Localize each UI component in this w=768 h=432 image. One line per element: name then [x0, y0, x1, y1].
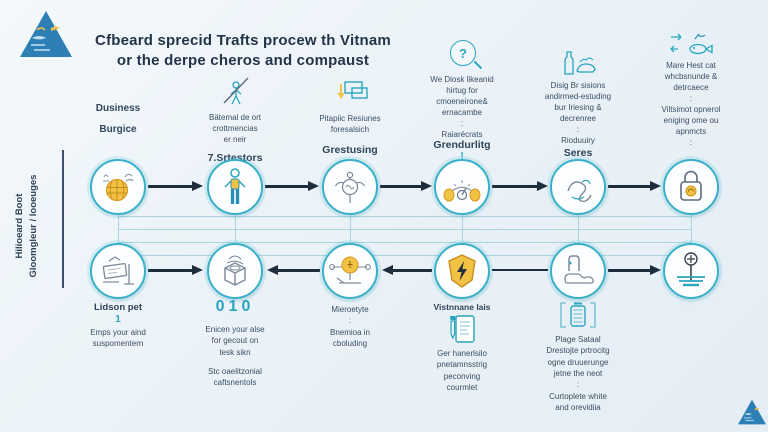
battery-brackets-icon	[560, 302, 596, 328]
fish-arrows-icon	[670, 33, 713, 55]
connector-line	[118, 255, 691, 256]
bottom-col1-number: 1	[115, 314, 121, 325]
flow-arrow-bottom-2	[267, 265, 320, 276]
standing-person-icon	[224, 168, 246, 204]
bottom-col4-text: Ger hanerlsilo pnetamnsstrig peconving c…	[436, 349, 488, 393]
col5-header: Disig Br sisions andirmed-estuding bur I…	[544, 81, 612, 146]
connector-line	[118, 229, 691, 230]
flow-arrow-top-4	[492, 181, 548, 192]
head-bulb-icon	[334, 171, 366, 203]
node-workstation	[90, 243, 146, 299]
node-package	[207, 243, 263, 299]
side-axis-label: Hilioeard Boot Gloomgleur / looeuges	[14, 174, 40, 278]
connector-line	[578, 213, 579, 257]
bottom-col1-text: Emps your aind suspomentern	[90, 328, 146, 349]
col1-header: Dusiness Burgice	[95, 103, 141, 135]
plus-marker-icon	[677, 252, 705, 287]
windows-copy-icon	[337, 81, 368, 99]
node-business-globe	[90, 159, 146, 215]
question-glyph: ?	[459, 45, 467, 61]
node-bulb-network	[322, 243, 378, 299]
page-title: Cfbeard sprecid Trafts procew th Vitnam …	[78, 31, 408, 70]
bulb-network-icon	[329, 256, 371, 284]
arrowhead-right-icon	[192, 265, 203, 276]
flow-line-bottom-4	[492, 269, 548, 271]
arrowhead-left-icon	[267, 265, 278, 276]
bottom-col2-text1: Enicen your alse for gecout on tesk sikn	[205, 325, 265, 357]
col3-header: Pitapiic Resiunes foresalsich	[319, 114, 381, 135]
connector-line	[235, 213, 236, 257]
connector-line	[691, 213, 692, 257]
document-pen-icon	[450, 315, 475, 343]
flow-arrow-bottom-1	[148, 265, 203, 276]
brand-logo-triangle	[20, 11, 72, 57]
lock-icon	[680, 170, 702, 201]
flow-arrow-top-5	[608, 181, 661, 192]
col4-header: We Diosk likeanid hirtug for cmoeneirone…	[430, 75, 494, 140]
col5-note: Seres	[563, 147, 593, 159]
arrowhead-right-icon	[421, 181, 432, 192]
connector-line	[118, 216, 691, 217]
col4-note: Grendurlitg	[433, 139, 491, 151]
title-line-2: or the derpe cheros and compaust	[116, 51, 370, 69]
node-tools	[550, 243, 606, 299]
globe-icon	[103, 173, 134, 202]
arrowhead-right-icon	[650, 181, 661, 192]
workstation-icon	[102, 256, 134, 285]
flow-arrow-top-2	[265, 181, 319, 192]
arrowhead-right-icon	[308, 181, 319, 192]
side-axis-line	[62, 150, 64, 288]
flow-arrow-bottom-5	[608, 265, 661, 276]
bottom-col4-title: Vistnnane lais	[433, 302, 491, 312]
connector-line	[118, 213, 119, 257]
magnifier-question-icon: ?	[450, 40, 476, 66]
bottom-col1-title: Lidson pet	[93, 302, 143, 313]
col4-exclamation: !	[460, 151, 464, 162]
arrowhead-right-icon	[650, 265, 661, 276]
flow-arrow-top-1	[148, 181, 203, 192]
node-idea-head	[322, 159, 378, 215]
arrowhead-right-icon	[192, 181, 203, 192]
col2-header: Bätemal de ort crottmencias er neir	[208, 113, 262, 145]
bottom-col5-text: Plage Sataal Drestojte prtrocitg ogne dr…	[546, 335, 610, 413]
shield-lightning-icon	[448, 254, 476, 288]
connector-line	[462, 213, 463, 257]
person-slash-icon	[223, 77, 249, 105]
flow-arrow-bottom-3	[382, 265, 432, 276]
box-icon	[224, 255, 246, 286]
connector-line	[118, 242, 691, 243]
bottom-col3-text: Mieroetyte : Bnemioa in cboluding	[329, 305, 371, 349]
bottom-col2-text2: Stc oaelitzonial caftsnentols	[208, 367, 262, 388]
tools-boot-icon	[564, 255, 594, 284]
gauge-icon	[443, 180, 481, 202]
node-scribble	[550, 159, 606, 215]
bottle-food-icon	[564, 51, 596, 75]
arrowhead-right-icon	[537, 181, 548, 192]
col2-note: 7.Srtestors	[207, 152, 263, 164]
arrowhead-left-icon	[382, 265, 393, 276]
col3-note: Grestusing	[322, 144, 378, 156]
brand-logo-triangle-small	[738, 399, 766, 425]
flow-arrow-top-3	[380, 181, 432, 192]
binary-glyph: 010	[215, 298, 255, 315]
title-line-1: Cfbeard sprecid Trafts procew th Vitnam	[95, 32, 391, 49]
connector-line	[350, 213, 351, 257]
scribble-icon	[567, 179, 592, 203]
node-flag-plus	[663, 243, 719, 299]
node-shield	[434, 243, 490, 299]
node-lock	[663, 159, 719, 215]
col6-header: Mare Hest cat whcbsnunde & detrcaece : V…	[661, 61, 721, 148]
node-gauge	[434, 159, 490, 215]
node-person	[207, 159, 263, 215]
